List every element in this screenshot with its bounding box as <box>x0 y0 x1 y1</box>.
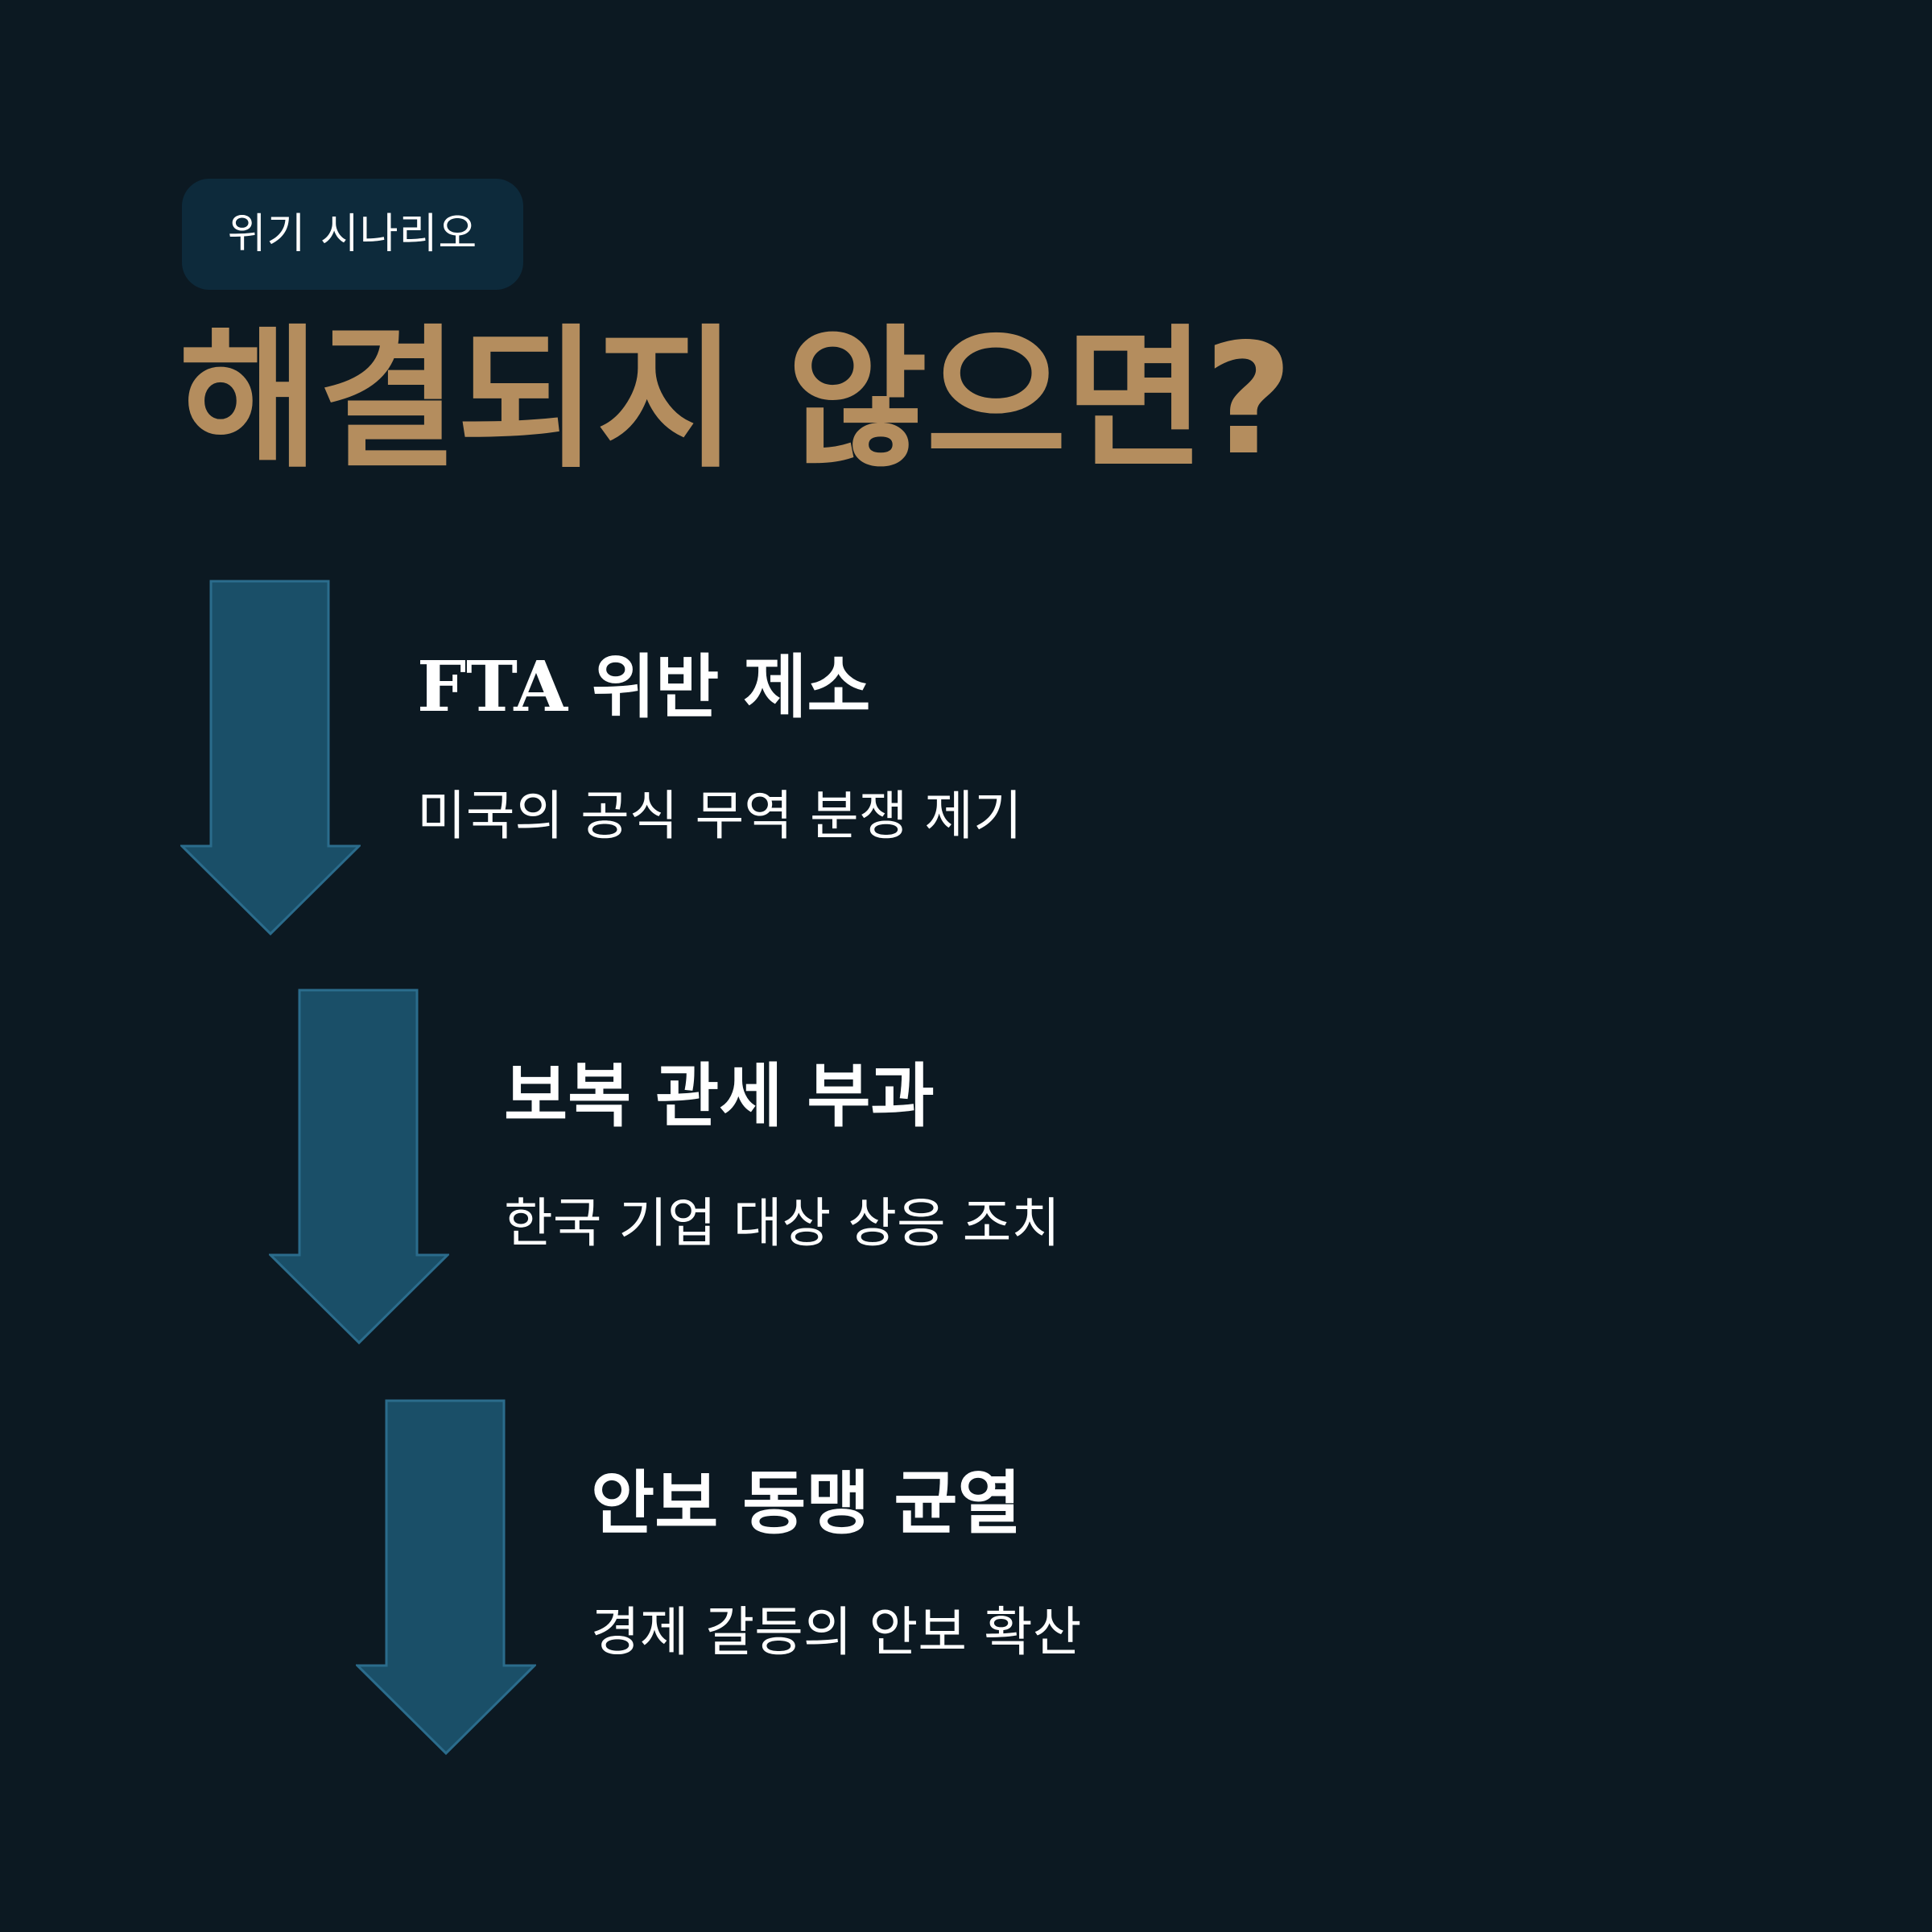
page-title: 해결되지 않으면? <box>179 311 1293 489</box>
step-1-title: FTA 위반 제소 <box>417 646 871 729</box>
arrow-down-icon <box>180 580 361 935</box>
step-1-title-acronym: FTA <box>417 646 568 728</box>
category-badge-label: 위기 시나리오 <box>227 210 478 258</box>
step-2-title: 보복 관세 부과 <box>504 1056 935 1137</box>
category-badge: 위기 시나리오 <box>182 179 523 290</box>
arrow-down-icon <box>356 1399 536 1755</box>
step-1-description: 미국의 공식 무역 분쟁 제기 <box>417 785 1022 847</box>
step-2-description: 한국 기업 대상 상응 조치 <box>504 1192 1061 1254</box>
arrow-down-icon <box>269 989 449 1344</box>
step-3-title: 안보 동맹 균열 <box>591 1463 1022 1544</box>
step-3-description: 경제 갈등의 안보 확산 <box>591 1601 1082 1663</box>
